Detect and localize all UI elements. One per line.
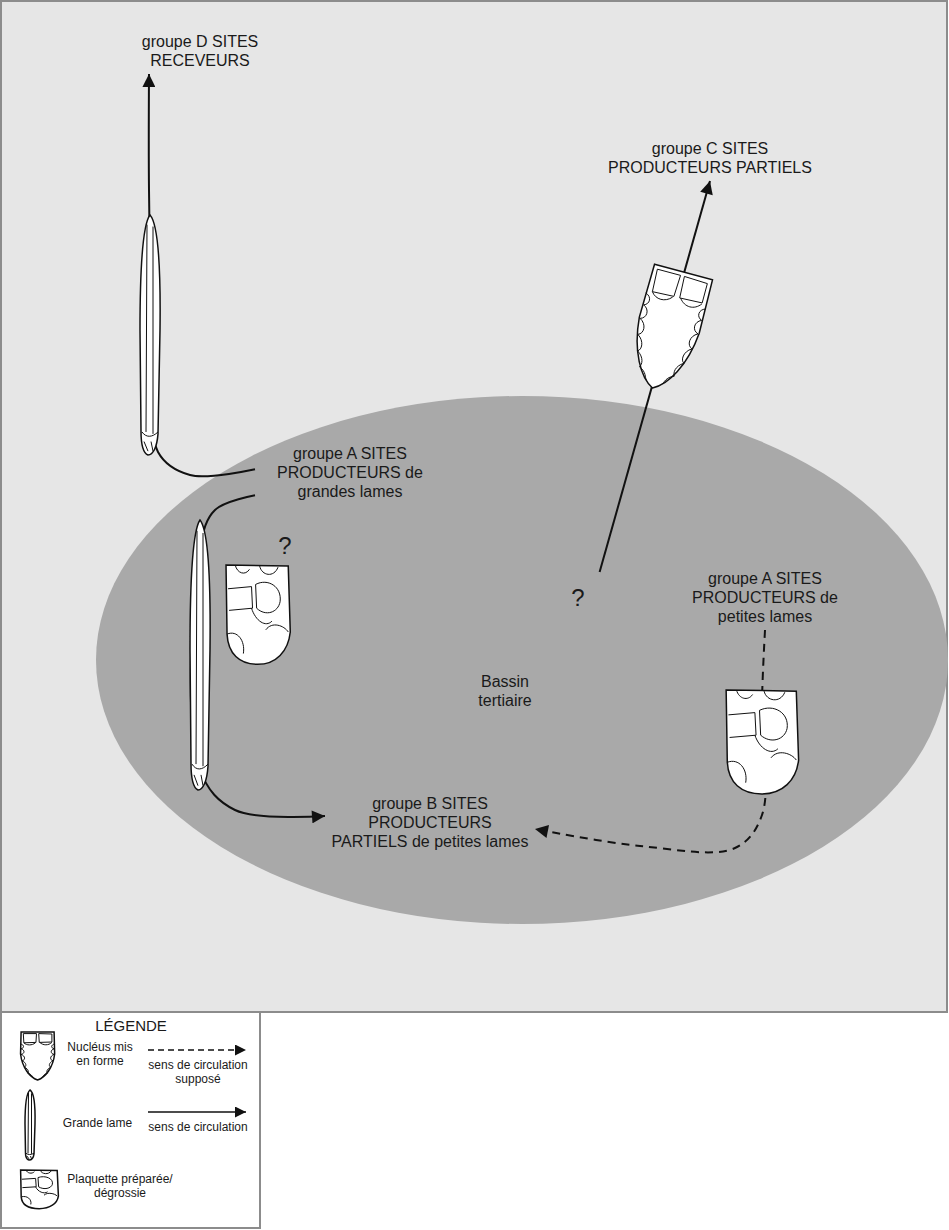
site-group: groupe B SITES PRODUCTEURS PARTIELS de p… bbox=[325, 790, 535, 855]
legend-solid-arrow bbox=[148, 1111, 246, 1113]
legend-text: Grande lame bbox=[55, 1116, 140, 1130]
legend-blade-icon bbox=[25, 1090, 35, 1160]
site-label: groupe A SITES PRODUCTEURS de grandes la… bbox=[259, 444, 441, 501]
prepared-plaquette bbox=[226, 565, 290, 664]
legend-title: LÉGENDE bbox=[56, 1016, 206, 1035]
map-panel bbox=[1, 1, 947, 1012]
site-label: groupe D SITES RECEVEURS bbox=[119, 32, 281, 70]
large-blade bbox=[140, 215, 160, 455]
legend-text: sens de circulation bbox=[142, 1120, 254, 1134]
site-label: groupe B SITES PRODUCTEURS PARTIELS de p… bbox=[329, 794, 531, 851]
flow-arrow bbox=[149, 74, 255, 476]
site-label: groupe C SITES PRODUCTEURS PARTIELS bbox=[594, 139, 826, 177]
shaped-nucleus bbox=[623, 264, 714, 396]
basin-label: Bassin tertiaire bbox=[460, 672, 550, 710]
legend-text: sens de circulation supposé bbox=[142, 1058, 254, 1086]
site-group: groupe A SITES PRODUCTEURS de petites la… bbox=[670, 565, 860, 630]
legend-text: Nucléus mis en forme bbox=[60, 1040, 140, 1068]
legend-nucleus-icon bbox=[21, 1032, 55, 1080]
site-group: groupe A SITES PRODUCTEURS de grandes la… bbox=[255, 440, 445, 505]
question-mark: ? bbox=[268, 532, 302, 560]
large-blade bbox=[190, 520, 210, 790]
legend-box bbox=[1, 1012, 260, 1228]
legend-text: Plaquette préparée/ dégrossie bbox=[60, 1172, 180, 1200]
site-group: groupe C SITES PRODUCTEURS PARTIELS bbox=[590, 135, 830, 181]
site-label: groupe A SITES PRODUCTEURS de petites la… bbox=[674, 569, 856, 626]
legend-dashed-arrow bbox=[148, 1049, 246, 1051]
basin-shape bbox=[96, 396, 948, 924]
prepared-plaquette bbox=[726, 690, 798, 794]
legend-plaquette-icon bbox=[21, 1170, 59, 1209]
site-group: groupe D SITES RECEVEURS bbox=[115, 28, 285, 74]
question-mark: ? bbox=[561, 584, 595, 612]
